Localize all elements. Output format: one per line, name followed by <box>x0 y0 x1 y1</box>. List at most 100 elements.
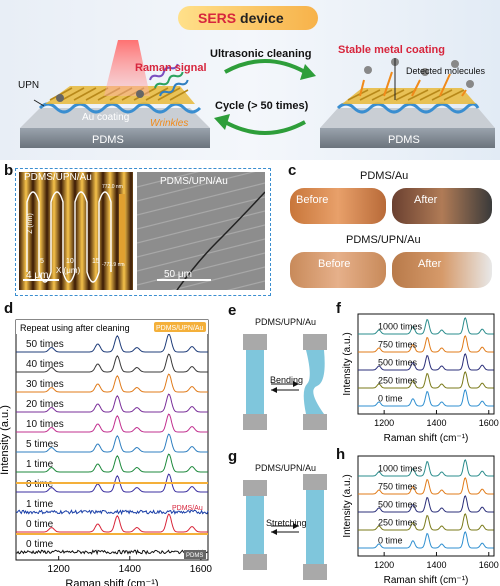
series-label: 250 times <box>378 376 418 386</box>
series-line <box>16 513 208 533</box>
y-axis-label: Intensity (a.u.) <box>0 405 11 475</box>
panel-label-b: b <box>4 162 14 179</box>
x-axis-label: Raman shift (cm⁻¹) <box>384 575 469 586</box>
series-label: 0 time <box>26 519 54 530</box>
series-line <box>16 413 208 433</box>
series-line <box>16 393 208 413</box>
series-label: 10 times <box>26 419 64 430</box>
panel-label-d: d <box>4 300 14 317</box>
label-pdms-right: PDMS <box>388 134 420 146</box>
series-label: 750 times <box>378 482 418 492</box>
label-stable-coating: Stable metal coating <box>338 44 445 56</box>
x-axis-label: Raman shift (cm⁻¹) <box>65 578 158 586</box>
series-label: 50 times <box>26 339 64 350</box>
x-tick-label: 1200 <box>48 564 71 575</box>
x-axis-label: Raman shift (cm⁻¹) <box>384 433 469 444</box>
raman-signal-icon <box>149 63 189 97</box>
x-tick-label: 1400 <box>119 564 142 575</box>
series-line <box>16 433 208 453</box>
label-ultrasonic-cleaning: Ultrasonic cleaning <box>210 48 312 60</box>
photo-bottom-before-label: Before <box>318 258 351 270</box>
y-axis-label: Intensity (a.u.) <box>342 332 353 395</box>
panel-label-h: h <box>336 446 346 463</box>
series-line <box>16 353 208 373</box>
panel-g-title: PDMS/UPN/Au <box>255 463 317 473</box>
series-line <box>358 513 494 531</box>
label-upn: UPN <box>18 80 40 91</box>
series-label: 20 times <box>26 399 64 410</box>
x-tick-label: 1600 <box>190 564 213 575</box>
series-line <box>15 549 209 556</box>
panel-label-f: f <box>336 300 341 317</box>
series-label: 5 times <box>26 439 58 450</box>
panel-label-e: e <box>228 302 237 319</box>
sem-title: PDMS/UPN/Au <box>160 176 228 187</box>
afm-image <box>19 172 133 290</box>
cycle-arrow-bottom <box>224 120 306 135</box>
label-pdms-left: PDMS <box>92 134 124 146</box>
legend-upn-au-tag <box>154 322 206 332</box>
series-label: 250 times <box>378 518 418 528</box>
series-label: 1000 times <box>378 464 423 474</box>
photo-pdms-au-before <box>290 188 386 224</box>
photo-top-before-label: Before <box>296 194 329 206</box>
x-tick-label: 1600 <box>479 418 499 428</box>
title-pill <box>178 6 318 30</box>
afm-z-axis: Z (nm) <box>26 213 34 234</box>
panel-a-illustration <box>0 0 500 160</box>
label-cycle: Cycle (> 50 times) <box>215 100 309 112</box>
afm-scale-label: 4 μm <box>26 270 49 281</box>
series-label: 40 times <box>26 359 64 370</box>
series-label: 0 time <box>26 479 54 490</box>
series-line <box>358 389 494 407</box>
photo-bottom-title: PDMS/UPN/Au <box>346 234 421 246</box>
sem-image <box>137 172 265 290</box>
legend-pdms-tag <box>184 550 206 559</box>
detected-molecules-icon <box>359 58 474 97</box>
series-label: 30 times <box>26 379 64 390</box>
stretching-illustration <box>243 474 327 580</box>
series-label: 1 time <box>26 499 54 510</box>
series-line <box>358 495 494 513</box>
bending-illustration <box>243 334 327 430</box>
series-label: 0 time <box>378 394 403 404</box>
afm-xtick-10: 10 <box>66 258 74 265</box>
legend-upn-au: PDMS/UPN/Au <box>156 325 204 332</box>
series-line <box>358 531 494 549</box>
panel-label-c: c <box>288 162 297 179</box>
laser-beam <box>104 40 150 96</box>
series-line <box>358 459 494 477</box>
series-label: 500 times <box>378 358 418 368</box>
plot-frame <box>357 455 495 557</box>
afm-xtick-5: 5 <box>40 258 44 265</box>
series-line <box>358 317 494 335</box>
label-raman-signal: Raman signal <box>135 62 207 74</box>
series-line <box>358 335 494 353</box>
y-axis-label: Intensity (a.u.) <box>342 474 353 537</box>
panel-b-frame <box>15 168 271 296</box>
legend-pdms-au: PDMS/Au <box>172 505 203 512</box>
series-line <box>358 371 494 389</box>
sers-device-title: SERS device <box>198 10 284 26</box>
x-tick-label: 1400 <box>426 560 446 570</box>
label-detected-molecules: Detected molecules <box>406 66 486 76</box>
photo-pdms-au-after <box>392 188 492 224</box>
sem-scale-label: 50 μm <box>164 269 192 280</box>
series-label: 0 time <box>26 539 54 550</box>
label-au-coating: Au coating <box>82 112 130 123</box>
stretching-label: Stretching <box>266 518 307 528</box>
series-line <box>358 477 494 495</box>
series-label: 1000 times <box>378 322 423 332</box>
x-tick-label: 1200 <box>374 560 394 570</box>
series-line <box>16 453 208 473</box>
series-label: 750 times <box>378 340 418 350</box>
panel-e-title: PDMS/UPN/Au <box>255 317 317 327</box>
photo-bottom-after-label: After <box>418 258 442 270</box>
photo-pdms-upn-au-after <box>392 252 492 288</box>
series-line <box>16 333 208 353</box>
series-line <box>16 373 208 393</box>
afm-colorbar-bottom: -772.9 nm <box>102 262 125 268</box>
